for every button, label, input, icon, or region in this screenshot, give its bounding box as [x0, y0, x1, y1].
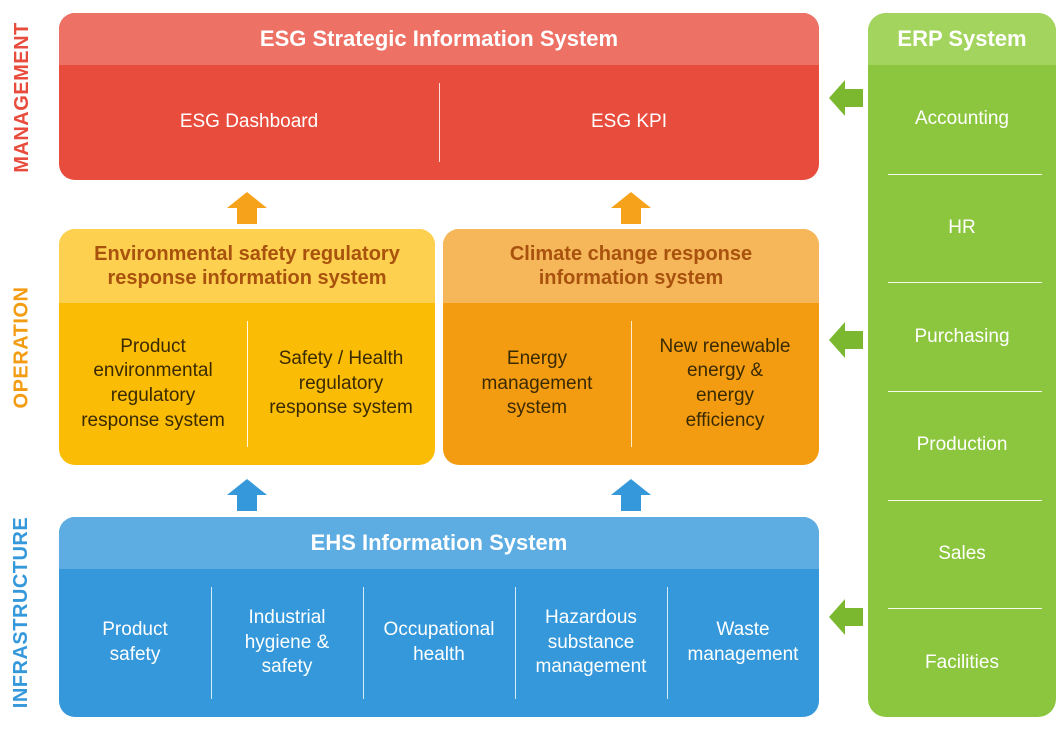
- layer-label-infrastructure: INFRASTRUCTURE: [10, 516, 33, 709]
- esg-dashboard-item: ESG Dashboard: [179, 111, 319, 133]
- erp-item-purchasing: Purchasing: [868, 282, 1056, 391]
- arrow-left-icon: [829, 80, 863, 116]
- layer-label-management: MANAGEMENT: [10, 22, 33, 173]
- ehs-system-panel: EHS Information System Product safety In…: [59, 517, 819, 717]
- arrow-up-icon: [611, 192, 651, 224]
- renewable-energy-item: New renewable energy & energy efficiency: [631, 303, 819, 465]
- industrial-hygiene-item: Industrial hygiene & safety: [211, 569, 363, 717]
- occupational-health-item: Occupational health: [363, 569, 515, 717]
- climate-change-system-title: Climate change response information syst…: [443, 229, 819, 303]
- erp-item-accounting: Accounting: [914, 108, 1009, 130]
- arrow-up-icon: [611, 479, 651, 511]
- safety-health-regulatory-item: Safety / Health regulatory response syst…: [247, 303, 435, 465]
- erp-item-facilities: Facilities: [868, 608, 1056, 717]
- esg-kpi-item: ESG KPI: [439, 65, 819, 180]
- erp-system-title: ERP System: [868, 13, 1056, 65]
- arrow-left-icon: [829, 322, 863, 358]
- ehs-system-title: EHS Information System: [59, 517, 819, 569]
- erp-item-sales: Sales: [868, 499, 1056, 609]
- arrow-up-icon: [227, 479, 267, 511]
- arrow-up-icon: [227, 192, 267, 224]
- product-env-regulatory-item: Product environmental regulatory respons…: [81, 335, 225, 431]
- hazardous-substance-item: Hazardous substance management: [515, 569, 667, 717]
- env-safety-system-panel: Environmental safety regulatory response…: [59, 229, 435, 465]
- erp-item-production: Production: [868, 391, 1056, 500]
- erp-system-panel: ERP System Accounting HR Purchasing Prod…: [868, 13, 1056, 717]
- env-safety-system-title: Environmental safety regulatory response…: [59, 229, 435, 303]
- climate-change-system-panel: Climate change response information syst…: [443, 229, 819, 465]
- erp-item-hr: HR: [868, 173, 1056, 283]
- arrow-left-icon: [829, 599, 863, 635]
- waste-management-item: Waste management: [667, 569, 819, 717]
- product-safety-item: Product safety: [102, 619, 168, 665]
- layer-label-operation: OPERATION: [10, 286, 33, 409]
- esg-strategic-system-panel: ESG Strategic Information System ESG Das…: [59, 13, 819, 180]
- esg-strategic-system-title: ESG Strategic Information System: [59, 13, 819, 65]
- energy-management-item: Energy management system: [481, 347, 593, 419]
